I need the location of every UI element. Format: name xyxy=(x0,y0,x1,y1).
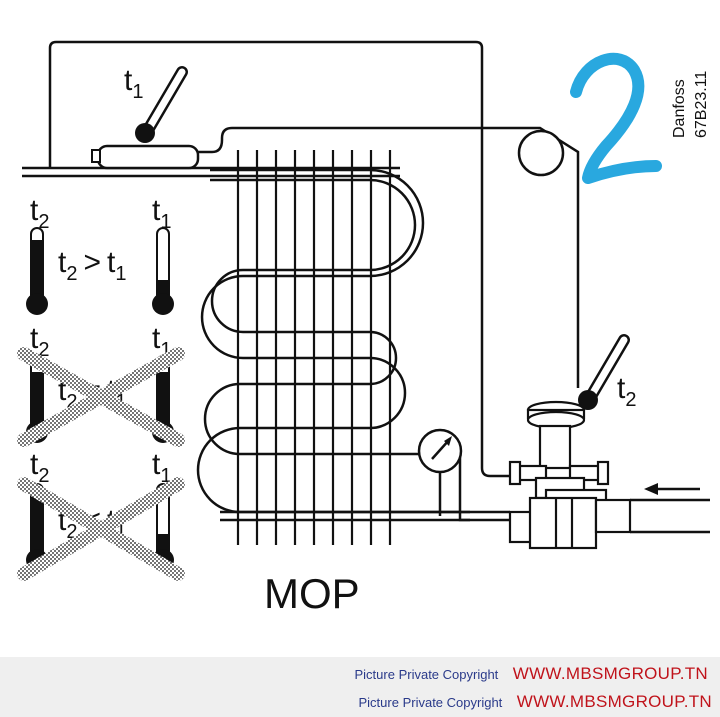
comparison-1-right-label: t1 xyxy=(152,194,171,233)
thermometer-t2-icon xyxy=(578,334,630,410)
inlet-pipe xyxy=(630,498,710,534)
comparison-row-2: t2 t1 t2=t1 xyxy=(17,322,185,447)
capillary-tube xyxy=(48,40,520,478)
expansion-valve xyxy=(508,400,632,550)
valve-t2-label: t2 xyxy=(617,372,636,411)
diagram-caption: MOP xyxy=(264,570,360,617)
brand-label: Danfoss xyxy=(671,79,688,138)
copyright-label: Picture Private Copyright xyxy=(358,695,503,710)
bulb-t1-label: t1 xyxy=(124,64,143,103)
liquid-line xyxy=(220,510,510,522)
comparison-2-right-label: t1 xyxy=(152,322,171,361)
comparison-2-left-label: t2 xyxy=(30,322,49,361)
coil-fins xyxy=(236,150,392,545)
cross-mark-3-icon xyxy=(17,477,185,581)
sensing-bulb xyxy=(91,144,200,170)
copyright-line-2: Picture Private Copyright WWW.MBSMGROUP.… xyxy=(359,692,713,712)
comparison-3-left-label: t2 xyxy=(30,448,49,487)
cross-mark-2-icon xyxy=(17,347,185,447)
thermometer-t1-icon xyxy=(135,66,188,143)
copyright-site-link[interactable]: WWW.MBSMGROUP.TN xyxy=(516,692,712,711)
copyright-footer xyxy=(0,657,720,717)
thermometer-low-icon xyxy=(152,227,174,315)
copyright-line-1: Picture Private Copyright WWW.MBSMGROUP.… xyxy=(355,664,709,684)
drawing-code: 67B23.11 xyxy=(693,71,710,138)
flow-arrow-icon xyxy=(644,483,700,495)
figure-number-2 xyxy=(570,53,662,184)
comparison-row-1: t2 t1 t2>t1 xyxy=(26,194,174,315)
equalizer-pulley xyxy=(517,129,565,177)
comparison-1-left-label: t2 xyxy=(30,194,49,233)
copyright-label: Picture Private Copyright xyxy=(354,667,499,682)
comparison-row-3: t2 t1 t2<t1 xyxy=(17,448,185,581)
pressure-gauge-icon xyxy=(417,428,463,516)
copyright-site-link[interactable]: WWW.MBSMGROUP.TN xyxy=(512,664,708,683)
suction-line xyxy=(22,166,400,178)
equalizer-line xyxy=(198,126,580,388)
thermometer-high-icon xyxy=(26,227,48,315)
comparison-3-right-label: t1 xyxy=(152,448,171,487)
comparison-1-formula: t2>t1 xyxy=(58,246,126,285)
